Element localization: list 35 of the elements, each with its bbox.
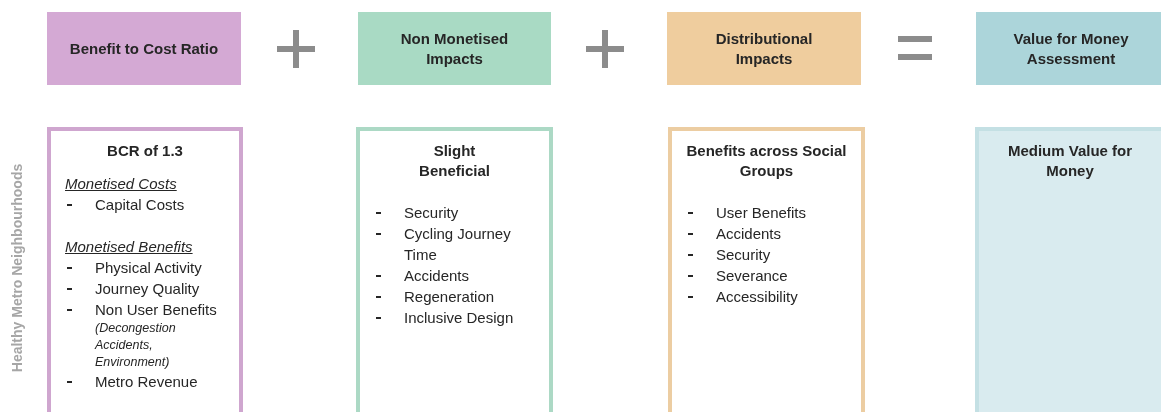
content-panel — [47, 127, 243, 412]
list-item: Physical Activity — [65, 257, 225, 278]
list-item: Accidents — [686, 223, 847, 244]
list-item: Regeneration — [374, 286, 535, 307]
header-box — [667, 12, 861, 85]
header-box — [976, 12, 1161, 85]
list-item: Security — [374, 202, 535, 223]
panel-heading: BCR of 1.3 — [106, 141, 184, 161]
list-item: Capital Costs — [65, 194, 225, 215]
list-item: Metro Revenue — [65, 371, 225, 392]
list-item: Cycling Journey Time — [374, 223, 535, 265]
list-item: Non User Benefits — [65, 299, 225, 320]
list-item: Accessibility — [686, 286, 847, 307]
header-text: Distributional Impacts — [714, 28, 814, 69]
content-panel — [668, 127, 865, 412]
header-box — [47, 12, 241, 85]
list-item: Accidents — [374, 265, 535, 286]
row-label: Healthy Metro Neighbourhoods — [9, 163, 25, 373]
content-panel — [356, 127, 553, 412]
list-item: Severance — [686, 265, 847, 286]
header-box — [358, 12, 551, 85]
subheading: Monetised Costs — [65, 174, 178, 194]
content-panel — [975, 127, 1161, 412]
note-text: (Decongestion Accidents, Environment) — [93, 320, 177, 371]
header-text: Value for Money Assessment — [1012, 28, 1130, 69]
subheading: Monetised Benefits — [65, 237, 194, 257]
header-text: Benefit to Cost Ratio — [69, 38, 219, 59]
panel-heading: Medium Value for Money — [1006, 141, 1134, 181]
header-text: Non Monetised Impacts — [399, 28, 510, 69]
list-item: User Benefits — [686, 202, 847, 223]
panel-heading: Slight Beneficial — [418, 141, 491, 181]
list-item: Security — [686, 244, 847, 265]
list-item: Journey Quality — [65, 278, 225, 299]
list-item: Inclusive Design — [374, 307, 535, 328]
panel-heading: Benefits across Social Groups — [686, 141, 847, 181]
